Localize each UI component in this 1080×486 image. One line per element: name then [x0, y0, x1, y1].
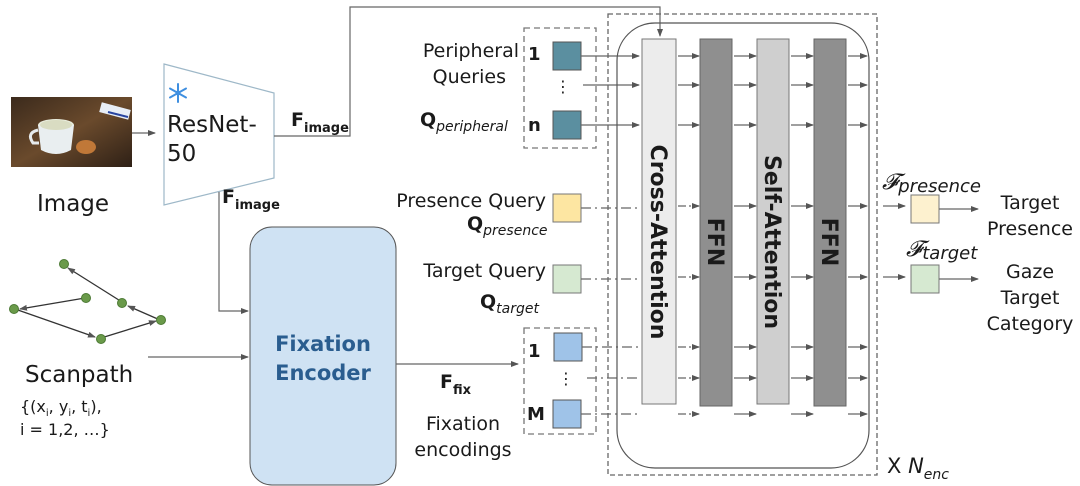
q-target-label: Qtarget — [480, 291, 539, 317]
presence-query-label: Presence Query — [396, 190, 546, 212]
peripheral-query-1 — [552, 41, 582, 71]
peripheral-label-line1: Peripheral — [423, 40, 519, 62]
q-peripheral-label: Qperipheral — [420, 109, 508, 135]
ffn-2-label: FFN — [816, 218, 841, 266]
presence-head-box — [910, 194, 940, 224]
repeat-label: X Nenc — [887, 454, 949, 483]
target-query-label: Target Query — [422, 260, 546, 282]
inter-block-arrows — [678, 53, 868, 417]
fixation-encoder-line2: Encoder — [275, 361, 371, 385]
ffn-block-2 — [813, 38, 847, 407]
presence-query-box — [552, 193, 582, 223]
self-attention-label: Self-Attention — [759, 155, 784, 329]
scanpath-formula-line2: i = 1,2, …} — [20, 420, 110, 439]
ffn-block-1 — [699, 38, 733, 407]
resnet-label-line1: ResNet- — [167, 112, 257, 138]
peripheral-first-index: 1 — [528, 44, 541, 65]
input-image — [11, 97, 132, 167]
scanpath-dots — [9, 259, 166, 344]
ffn-1-label: FFN — [702, 218, 727, 266]
fixation-encoding-1 — [553, 332, 583, 362]
f-image-top-label: Fimage — [291, 109, 349, 136]
peripheral-ellipsis: ⋮ — [555, 77, 571, 96]
fixation-encoder-block — [249, 226, 397, 486]
fixation-encoder-line1: Fixation — [275, 332, 371, 356]
fixation-encoding-m — [552, 399, 582, 429]
scanpath-label: Scanpath — [25, 362, 133, 388]
encoder-repeat-box — [607, 13, 878, 476]
q-presence-label: Qpresence — [467, 213, 548, 239]
f-image-to-cross-attention-line — [274, 6, 663, 137]
fixation-first-index: 1 — [528, 341, 541, 362]
f-image-down-label: Fimage — [222, 186, 280, 213]
presence-head-label: 𝓕presence — [882, 170, 981, 197]
f-image-to-encoder-line — [218, 192, 249, 314]
gaze-target-category-line1: Gaze — [1006, 261, 1054, 283]
scanpath-formula-line1: {(xi, yi, ti), — [20, 397, 102, 419]
fixation-encodings-label-line2: encodings — [414, 439, 511, 461]
cross-attention-block — [641, 38, 677, 405]
scanpath-graph — [14, 267, 161, 339]
peripheral-queries-group — [523, 27, 597, 149]
target-query-box — [552, 264, 582, 294]
f-fix-label: Ffix — [440, 371, 472, 398]
peripheral-query-n — [552, 110, 582, 140]
gaze-target-category-line3: Category — [987, 313, 1074, 335]
target-presence-line1: Target — [1000, 192, 1060, 214]
fixation-encodings-group — [523, 327, 597, 435]
encoder-layer-outline — [616, 22, 870, 469]
cross-attention-label: Cross-Attention — [645, 145, 670, 340]
target-head-box — [910, 264, 940, 294]
resnet-label-line2: 50 — [167, 141, 196, 167]
snowflake-icon — [169, 83, 187, 103]
peripheral-last-index: n — [528, 115, 541, 136]
fixation-ellipsis: ⋮ — [558, 369, 574, 388]
resnet-block — [163, 63, 275, 206]
fixation-encodings-label-line1: Fixation — [426, 413, 500, 435]
fixation-last-index: M — [527, 404, 545, 425]
target-head-label: 𝓕target — [906, 237, 978, 264]
target-presence-line2: Presence — [987, 218, 1073, 240]
peripheral-label-line2: Queries — [433, 66, 506, 88]
query-dashdot-lines — [581, 207, 639, 415]
gaze-target-category-line2: Target — [1000, 287, 1060, 309]
image-label: Image — [37, 191, 109, 217]
self-attention-block — [756, 38, 790, 405]
